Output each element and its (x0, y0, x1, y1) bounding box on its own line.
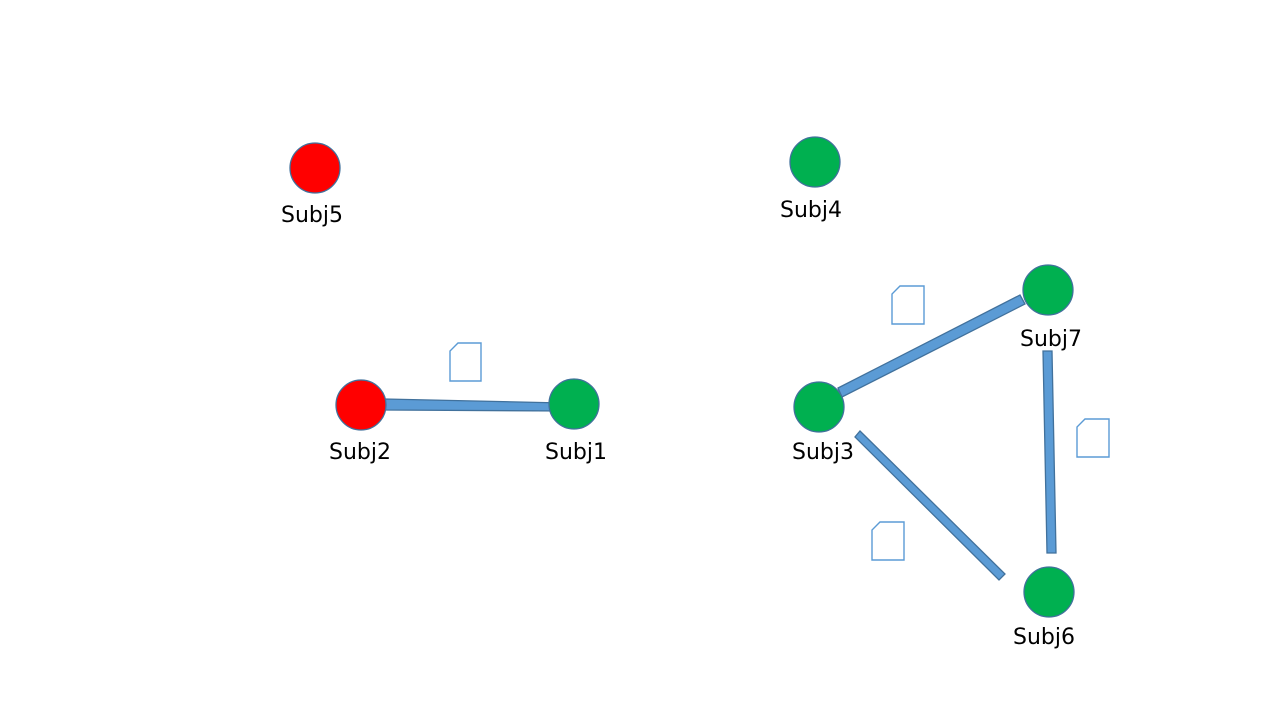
status-dot (1022, 264, 1074, 316)
node-label: Subj5 (281, 203, 343, 228)
node-label: Subj1 (545, 440, 607, 465)
document-icon (891, 285, 925, 325)
node-subj2[interactable]: Subj2 (329, 379, 391, 465)
edge-subj3-subj6 (854, 430, 1006, 581)
edge-subj1-subj2 (368, 398, 564, 412)
node-subj7[interactable]: Subj7 (1020, 264, 1082, 352)
status-dot (548, 378, 600, 430)
node-subj5[interactable]: Subj5 (281, 142, 343, 228)
document-icon (449, 342, 482, 382)
edges (368, 294, 1057, 581)
status-dot (793, 381, 845, 433)
node-subj4[interactable]: Subj4 (780, 136, 842, 223)
nodes: Subj5 Subj4 Subj2 Subj1 Subj7 Subj3 Subj… (281, 136, 1082, 650)
node-label: Subj2 (329, 440, 391, 465)
node-subj1[interactable]: Subj1 (545, 378, 607, 465)
edge-subj7-subj6 (1042, 350, 1057, 554)
status-dot (335, 379, 387, 431)
node-label: Subj3 (792, 440, 854, 465)
node-label: Subj7 (1020, 327, 1082, 352)
status-dot (789, 136, 841, 188)
status-dot (1023, 566, 1075, 618)
status-dot (289, 142, 341, 194)
node-label: Subj6 (1013, 625, 1075, 650)
edge-icons (449, 285, 1110, 561)
node-label: Subj4 (780, 198, 842, 223)
node-subj3[interactable]: Subj3 (792, 381, 854, 465)
document-icon (1076, 418, 1110, 458)
node-subj6[interactable]: Subj6 (1013, 566, 1075, 650)
edge-subj3-subj7 (837, 294, 1026, 398)
document-icon (871, 521, 905, 561)
